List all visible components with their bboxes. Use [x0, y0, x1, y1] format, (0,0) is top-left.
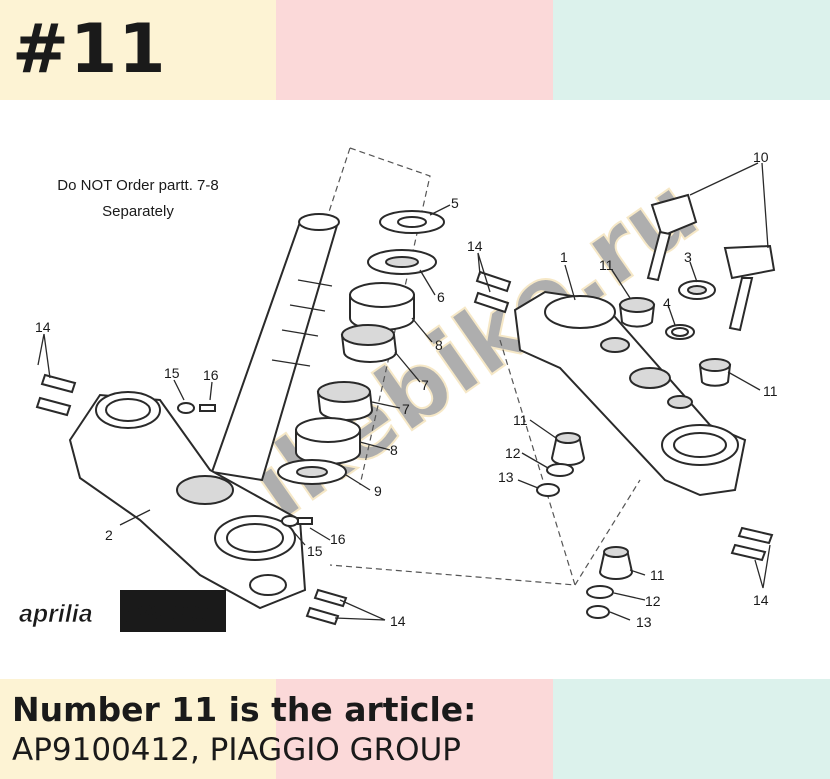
header-band — [0, 0, 830, 100]
callout-1: 1 — [560, 249, 568, 265]
footer-band — [0, 679, 830, 779]
callout-10: 10 — [753, 149, 769, 165]
header-band-mint — [553, 0, 830, 100]
small-parts — [536, 280, 732, 619]
callout-4: 4 — [663, 295, 671, 311]
callout-15b: 15 — [307, 543, 323, 559]
dashed-axis-bottom — [574, 479, 641, 586]
callout-15a: 15 — [164, 365, 180, 381]
callout-16b: 16 — [330, 531, 346, 547]
callout-11b: 11 — [763, 383, 778, 399]
header-band-yellow — [0, 0, 276, 100]
stem-bearing-stack — [277, 210, 445, 485]
page-title: #11 — [12, 10, 167, 89]
callout-12a: 12 — [505, 445, 521, 461]
footer-band-yellow — [0, 679, 276, 779]
header-band-pink — [276, 0, 553, 100]
callout-7b: 7 — [402, 401, 410, 417]
callout-6: 6 — [437, 289, 445, 305]
callout-7a: 7 — [421, 377, 429, 393]
callout-numbers: 1 2 3 4 5 6 7 7 8 8 9 10 11 11 11 11 11 … — [35, 149, 778, 630]
caption-article-label: Number 11 is the article: — [12, 690, 477, 729]
callout-11c: 11 — [513, 412, 528, 428]
callout-11a: 11 — [599, 257, 614, 273]
callout-14b: 14 — [467, 238, 483, 254]
caption-article-number: AP9100412, PIAGGIO GROUP — [12, 732, 461, 768]
callout-12b: 12 — [645, 593, 661, 609]
logo-brand-text: aprilia — [19, 600, 93, 628]
footer-band-pink — [276, 679, 553, 779]
note-line-2: Separately — [102, 203, 174, 220]
bolts-10 — [646, 193, 776, 332]
steering-stem — [210, 213, 340, 482]
logo-parts-text: PARTS — [126, 600, 209, 628]
callout-13b: 13 — [636, 614, 652, 630]
note-line-1: Do NOT Order partt. 7-8 — [57, 177, 218, 194]
callout-2: 2 — [105, 527, 113, 543]
callout-5: 5 — [451, 195, 459, 211]
leader-lines — [37, 162, 771, 621]
callout-14a: 14 — [35, 319, 51, 335]
lower-triple-clamp — [68, 391, 307, 610]
callout-16a: 16 — [203, 367, 219, 383]
dashed-axis-left — [349, 147, 431, 486]
callout-14c: 14 — [753, 592, 769, 608]
exploded-parts-diagram: bikebike.ru Do NOT Order partt. 7-8 Sepa… — [19, 147, 778, 632]
callout-9: 9 — [374, 483, 382, 499]
callout-11d: 11 — [650, 567, 665, 583]
footer-band-mint — [553, 679, 830, 779]
callout-14d: 14 — [390, 613, 406, 629]
aprilia-parts-logo: aprilia PARTS — [19, 590, 226, 632]
callout-8a: 8 — [435, 337, 443, 353]
upper-triple-clamp — [513, 290, 747, 497]
callout-3: 3 — [684, 249, 692, 265]
callout-13a: 13 — [498, 469, 514, 485]
callout-8b: 8 — [390, 442, 398, 458]
dashed-axis-right — [329, 339, 576, 586]
